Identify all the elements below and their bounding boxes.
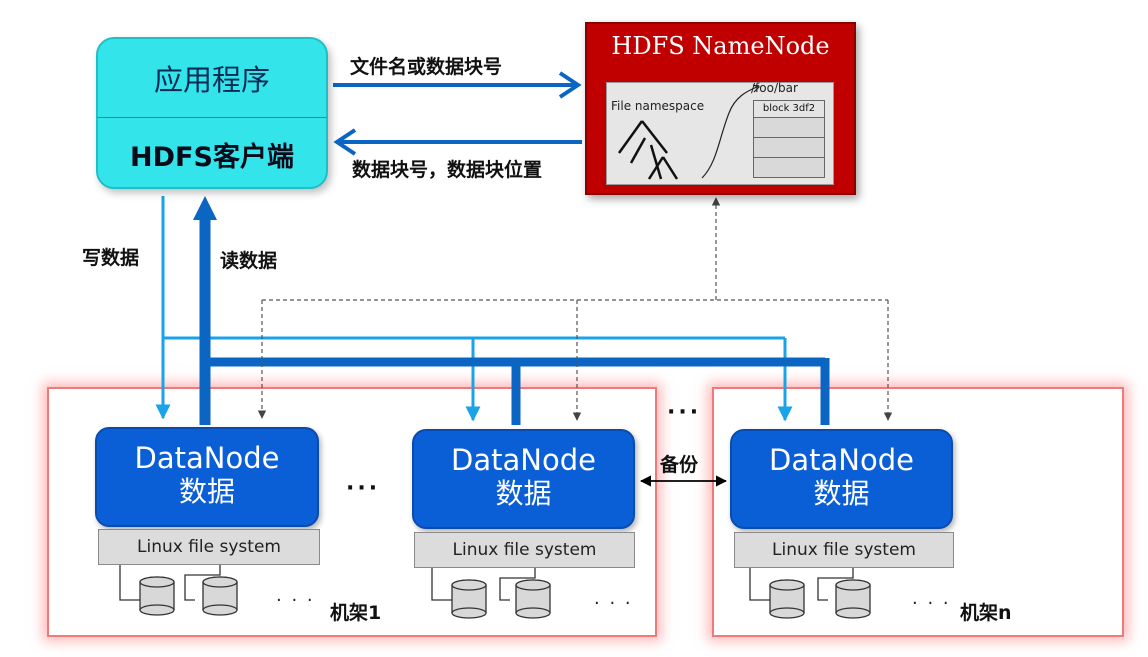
- write-label: 写数据: [82, 247, 140, 269]
- namespace-tree-icon: [617, 84, 761, 180]
- response-label: 数据块号，数据块位置: [352, 159, 543, 181]
- disk-group-2: [431, 568, 551, 619]
- hdfs-client-box: 应用程序 HDFS客户端: [96, 37, 328, 189]
- request-arrow: [333, 71, 582, 99]
- write-arrows: [155, 196, 793, 422]
- response-arrow: [333, 128, 582, 156]
- backup-label: 备份: [660, 454, 699, 476]
- datanode-subtitle: 数据: [178, 475, 235, 508]
- application-label: 应用程序: [153, 63, 270, 97]
- block-row-3: [754, 138, 824, 158]
- datanode-subtitle: 数据: [813, 477, 870, 510]
- linux-fs-2: Linux file system: [414, 532, 635, 568]
- read-arrows: [193, 196, 830, 425]
- disk-ellipsis-1: · · ·: [276, 590, 315, 611]
- datanode-title: DataNode: [134, 441, 280, 475]
- rack-n: [712, 387, 1124, 637]
- disk-group-3: [749, 568, 871, 619]
- datanode-title: DataNode: [769, 443, 914, 477]
- heartbeat-lines: [257, 197, 893, 421]
- path-label: /foo/bar: [751, 81, 798, 95]
- read-label: 读数据: [220, 250, 278, 272]
- rack-1-label: 机架1: [330, 602, 382, 624]
- datanode-title: DataNode: [451, 443, 596, 477]
- block-table: block 3df2: [753, 100, 825, 178]
- linux-fs-3: Linux file system: [734, 532, 954, 568]
- block-row-2: [754, 118, 824, 138]
- rack-n-label: 机架n: [960, 602, 1012, 624]
- disk-ellipsis-3: · · ·: [912, 593, 951, 614]
- client-divider: [98, 117, 326, 118]
- datanode-subtitle: 数据: [495, 477, 552, 510]
- namespace-label: File namespace: [611, 99, 705, 113]
- datanode-ellipsis: ···: [346, 476, 381, 501]
- namenode-box: HDFS NameNode File namespace /foo/bar bl…: [585, 22, 856, 195]
- namenode-title: HDFS NameNode: [611, 32, 830, 60]
- block-row-1: block 3df2: [754, 101, 824, 118]
- datanode-1: DataNode 数据: [95, 427, 319, 527]
- request-label: 文件名或数据块号: [350, 56, 503, 78]
- disk-ellipsis-2: · · ·: [594, 593, 633, 614]
- disk-group-1: [119, 565, 238, 616]
- rack-1: [47, 387, 657, 637]
- hdfs-client-label: HDFS客户端: [130, 141, 294, 173]
- rack-ellipsis: ···: [667, 400, 702, 425]
- datanode-2: DataNode 数据: [412, 429, 635, 529]
- datanode-3: DataNode 数据: [730, 429, 953, 529]
- linux-fs-1: Linux file system: [98, 529, 320, 565]
- block-row-4: [754, 158, 824, 177]
- namespace-panel: File namespace /foo/bar block 3df2: [606, 81, 834, 185]
